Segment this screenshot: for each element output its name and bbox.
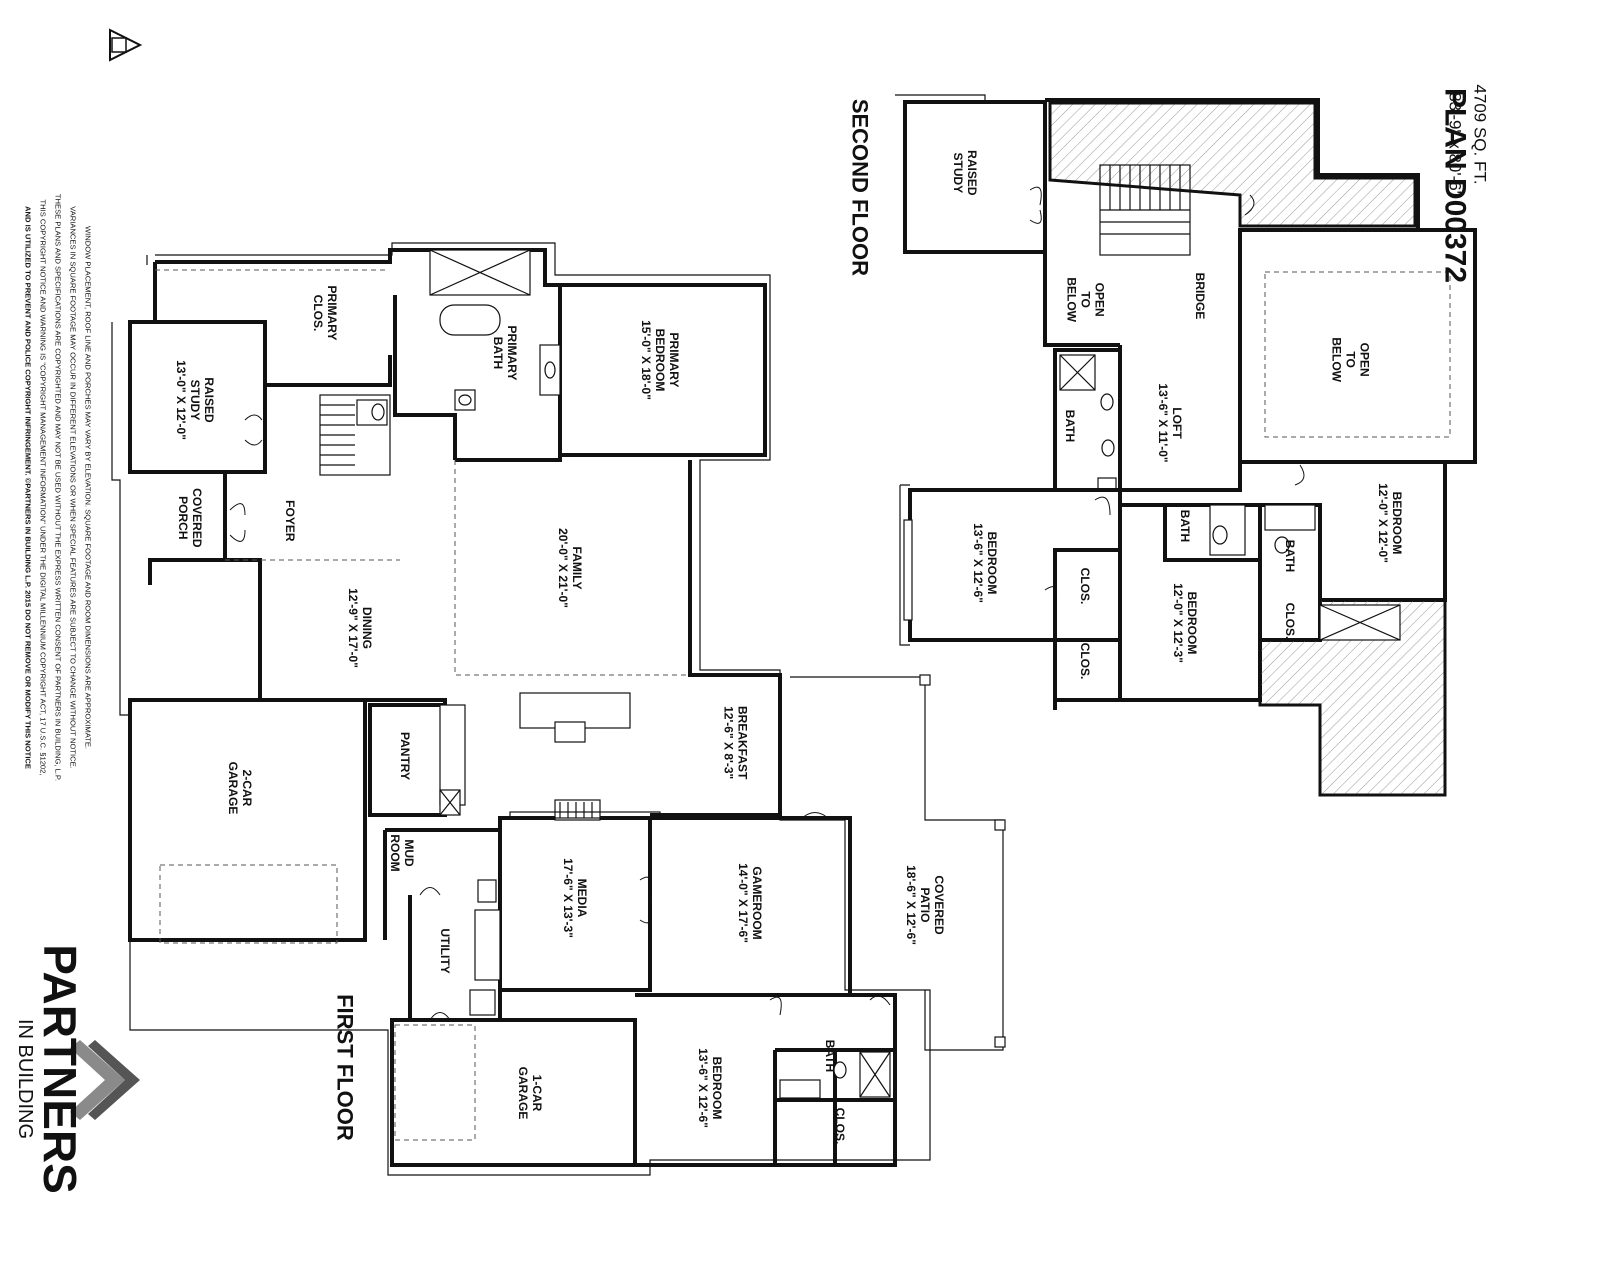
label-1-car-garage: 1-CARGARAGE	[516, 1067, 544, 1120]
disclaimer-line-1: WINDOW PLACEMENT, ROOF LINE AND PORCHES …	[84, 226, 93, 749]
label-raised-study-first: RAISEDSTUDY13'-0" X 12'-0"	[174, 360, 216, 440]
label-loft: LOFT13'-6" X 11'-0"	[1156, 383, 1184, 462]
label-bedroom-c: BEDROOM12'-0" X 12'-0"	[1376, 483, 1404, 563]
label-breakfast: BREAKFAST12'-6" X 8'-3"	[721, 706, 749, 780]
partners-logo: PARTNERS IN BUILDING	[14, 944, 140, 1194]
stairs-first-floor	[319, 394, 391, 476]
label-primary-bedroom: PRIMARYBEDROOM15'-0" X 18'-0"	[639, 320, 681, 400]
label-family: FAMILY20'-0" X 21'-0"	[556, 528, 584, 608]
label-media: MEDIA17'-6" X 13'-3"	[561, 858, 589, 938]
label-raised-study-second: RAISEDSTUDY	[951, 150, 979, 196]
label-covered-patio: COVEREDPATIO18'-6" X 12'-6"	[904, 865, 946, 945]
label-open-to-below-large: OPENTOBELOW	[1329, 337, 1371, 382]
label-2-car-garage: 2-CARGARAGE	[226, 762, 254, 815]
label-bridge: BRIDGE	[1193, 273, 1207, 320]
chevron-logo-icon	[70, 1040, 125, 1120]
label-clos-a: CLOS.	[1078, 568, 1092, 605]
label-primary-clos: PRIMARYCLOS.	[311, 286, 339, 341]
label-bath-a: BATH	[1063, 410, 1077, 442]
label-clos-first: CLOS.	[833, 1108, 847, 1145]
plan-dimensions: 83'-9" x 80'-6"	[1446, 92, 1465, 197]
label-clos-b: CLOS.	[1078, 643, 1092, 680]
label-clos-c: CLOS.	[1283, 603, 1297, 640]
label-utility: UTILITY	[438, 928, 452, 973]
label-foyer: FOYER	[283, 500, 297, 542]
label-covered-porch: COVEREDPORCH	[176, 488, 204, 548]
label-mud-room: MUDROOM	[388, 834, 416, 871]
stairs-second-floor	[1099, 164, 1191, 256]
second-floor-plan	[895, 94, 1477, 797]
plan-title: PLAN D00372	[1439, 88, 1472, 283]
label-bedroom-b: BEDROOM12'-0" X 12'-3"	[1171, 583, 1199, 663]
label-primary-bath: PRIMARYBATH	[491, 326, 519, 381]
disclaimer-line-2: VARIANCES IN SQUARE FOOTAGE MAY OCCUR IN…	[69, 206, 78, 769]
disclaimer-line-4: THIS COPYRIGHT NOTICE AND WARNING IS "CO…	[39, 200, 48, 776]
second-floor-title: SECOND FLOOR	[848, 99, 873, 276]
label-bath-b: BATH	[1178, 510, 1192, 542]
disclaimer-line-3: THESE PLANS AND SPECIFICATIONS ARE COPYR…	[54, 194, 63, 781]
first-floor-plan	[111, 242, 1006, 1176]
plan-sqft: 4709 SQ. FT.	[1471, 84, 1490, 184]
label-pantry: PANTRY	[398, 732, 412, 780]
label-bedroom-a: BEDROOM13'-6" X 12'-6"	[971, 523, 999, 603]
label-bedroom-first: BEDROOM13'-6" X 12'-6"	[696, 1048, 724, 1128]
brand-name: PARTNERS	[34, 944, 86, 1194]
label-bath-c: BATH	[1283, 540, 1297, 572]
brand-sub: IN BUILDING	[14, 1019, 36, 1139]
disclaimer-line-5: AND IS UTILIZED TO PREVENT AND POLICE CO…	[24, 206, 33, 769]
second-floor-labels: RAISEDSTUDY OPENTOBELOW BRIDGE OPENTOBEL…	[951, 150, 1404, 679]
label-gameroom: GAMEROOM14'-0" X 17'-6"	[736, 863, 764, 943]
label-bath-first: BATH	[823, 1040, 837, 1072]
first-floor-title: FIRST FLOOR	[333, 994, 358, 1141]
label-open-to-below-small: OPENTOBELOW	[1064, 277, 1106, 322]
disclaimer-notice: WINDOW PLACEMENT, ROOF LINE AND PORCHES …	[24, 194, 93, 781]
first-floor-labels: PRIMARYCLOS. RAISEDSTUDY13'-0" X 12'-0" …	[174, 286, 946, 1145]
equal-housing-icon	[109, 28, 143, 62]
label-dining: DINING12'-9" X 17'-0"	[346, 588, 374, 668]
